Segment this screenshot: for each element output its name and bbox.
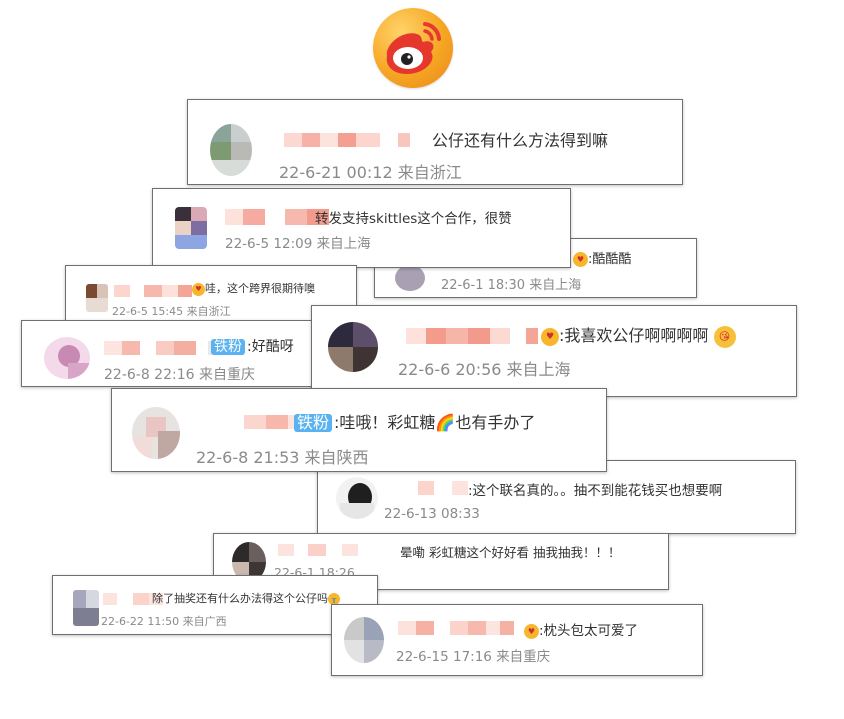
wink-heart-emoji-icon: 😘	[713, 325, 736, 348]
avatar	[328, 322, 378, 372]
comment-card: ♥:酷酷酷 22-6-1 18:30 来自上海	[374, 238, 697, 298]
comment-meta: 22-6-22 11:50 来自广西	[101, 615, 227, 628]
comment-card: 晕嘞 彩虹糖这个好好看 抽我抽我！！！ 22-6-1 18:26	[213, 533, 669, 590]
heart-eyes-emoji-icon: ♥	[524, 623, 539, 639]
avatar	[132, 407, 180, 459]
avatar	[86, 284, 108, 312]
comment-text-wrap: ♥:酷酷酷	[573, 248, 631, 267]
comment-meta: 22-6-5 12:09 来自上海	[225, 236, 371, 252]
comment-text-wrap: 除了抽奖还有什么办法得这个公仔吗╥	[152, 590, 340, 606]
avatar	[344, 617, 384, 663]
comment-card: ♥:我喜欢公仔啊啊啊啊 😘 22-6-6 20:56 来自上海	[311, 305, 797, 397]
username	[225, 209, 329, 225]
comment-text: 公仔还有什么方法得到嘛	[432, 131, 609, 150]
comment-text-wrap: 铁粉:哇哦！彩虹糖🌈也有手办了	[294, 409, 535, 433]
comment-text: 除了抽奖还有什么办法得这个公仔吗	[152, 592, 328, 605]
heart-eyes-emoji-icon: ♥	[573, 252, 588, 267]
comment-meta: 22-6-1 18:30 来自上海	[441, 278, 582, 293]
comment-meta: 22-6-8 22:16 来自重庆	[104, 367, 255, 383]
username	[103, 593, 177, 605]
comment-text-wrap: ♥:枕头包太可爱了	[524, 619, 638, 639]
fan-badge: 铁粉	[294, 413, 333, 433]
comment-text: :酷酷酷	[588, 252, 632, 267]
username	[398, 621, 514, 635]
comment-meta: 22-6-21 00:12 来自浙江	[279, 163, 462, 182]
comment-card: ♥:枕头包太可爱了 22-6-15 17:16 来自重庆	[331, 604, 703, 676]
heart-eyes-emoji-icon: ♥	[192, 282, 205, 296]
username	[406, 328, 538, 344]
avatar	[73, 590, 99, 626]
comment-meta: 22-6-6 20:56 来自上海	[398, 360, 571, 379]
avatar	[336, 477, 378, 519]
comment-text: 哇，这个跨界很期待噢	[205, 282, 315, 295]
comment-meta: 22-6-8 21:53 来自陕西	[196, 448, 369, 467]
fan-badge: 铁粉	[211, 339, 245, 356]
crying-emoji-icon: ╥	[328, 593, 340, 605]
avatar	[44, 337, 90, 379]
comment-text: :枕头包太可爱了	[539, 623, 639, 639]
comment-card: 除了抽奖还有什么办法得这个公仔吗╥ 22-6-22 11:50 来自广西	[52, 575, 378, 635]
comment-text-wrap: ♥:我喜欢公仔啊啊啊啊 😘	[541, 322, 736, 348]
weibo-logo-icon	[373, 8, 453, 88]
comment-meta: 22-6-5 15:45 来自浙江	[112, 305, 231, 318]
comment-card: 公仔还有什么方法得到嘛 22-6-21 00:12 来自浙江	[187, 99, 683, 185]
comment-text: :好酷呀	[247, 339, 294, 355]
username	[404, 481, 480, 495]
comment-card: ♥哇，这个跨界很期待噢 22-6-5 15:45 来自浙江	[65, 265, 357, 322]
avatar	[210, 124, 252, 176]
comment-card: 铁粉:好酷呀 22-6-8 22:16 来自重庆	[21, 320, 319, 387]
comment-text: :哇哦！彩虹糖🌈也有手办了	[334, 413, 536, 432]
comment-card: 转发支持skittles这个合作，很赞 22-6-5 12:09 来自上海	[152, 188, 571, 268]
comment-meta: 22-6-13 08:33	[384, 506, 480, 522]
username	[284, 133, 410, 147]
comment-text-wrap: ♥哇，这个跨界很期待噢	[192, 280, 315, 296]
comment-text: 转发支持skittles这个合作，很赞	[315, 211, 512, 227]
comment-text: :我喜欢公仔啊啊啊啊	[559, 326, 709, 345]
username	[114, 285, 192, 297]
username	[278, 544, 358, 556]
comment-text: 晕嘞 彩虹糖这个好好看 抽我抽我！！！	[400, 545, 621, 560]
comment-text-wrap: 铁粉:好酷呀	[211, 336, 294, 356]
comment-text: :这个联名真的。。抽不到能花钱买也想要啊	[468, 483, 723, 499]
username	[104, 341, 220, 355]
comment-meta: 22-6-15 17:16 来自重庆	[396, 649, 551, 665]
avatar	[175, 207, 207, 249]
avatar	[395, 265, 425, 291]
heart-eyes-emoji-icon: ♥	[541, 327, 559, 346]
comment-card: 铁粉:哇哦！彩虹糖🌈也有手办了 22-6-8 21:53 来自陕西	[111, 388, 607, 472]
